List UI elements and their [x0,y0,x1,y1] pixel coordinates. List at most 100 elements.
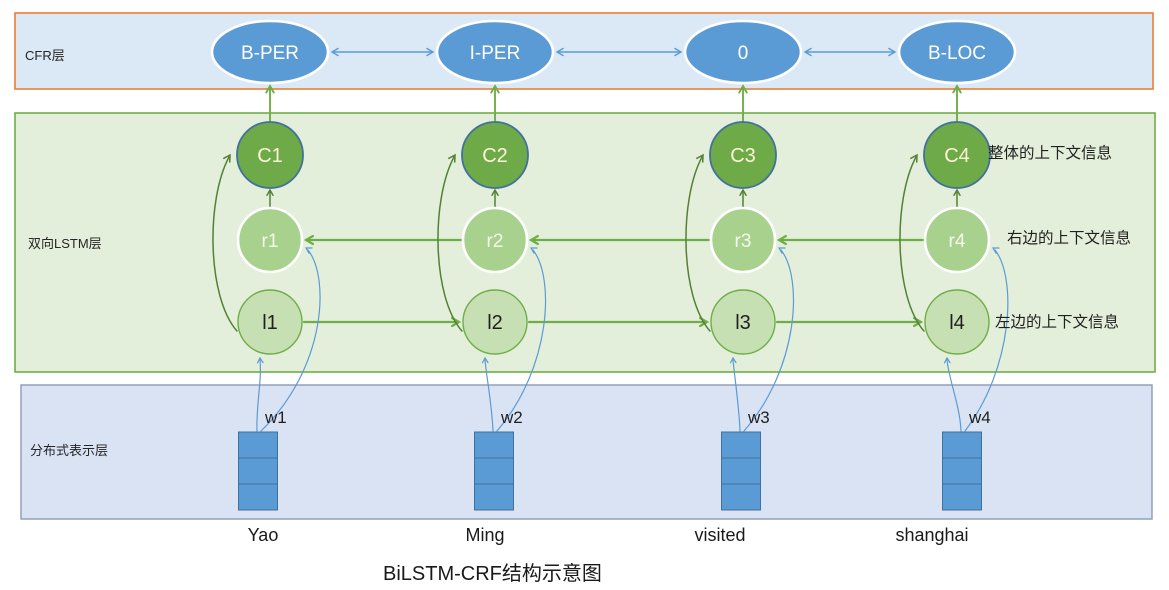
crf-tag-node [435,19,555,85]
w-to-l-curve [732,359,741,432]
backward-arrowhead [303,234,315,246]
w-to-l-curve [946,359,962,432]
backward-arrowhead [528,234,540,246]
word-vector-cell [721,431,761,459]
tag-arrowhead-left [555,47,564,57]
word-vector-cell [474,483,514,511]
embedding-layer-label: 分布式表示层 [30,443,108,458]
annotation-context: 整体的上下文信息 [988,144,1112,162]
tag-arrowhead-right [674,47,683,57]
w-to-r-curve [964,249,1009,432]
left-lstm-node [710,289,776,355]
context-node [236,121,304,189]
word-vector-cell [721,457,761,485]
left-lstm-node [237,289,303,355]
word-vector-cell [942,431,982,459]
w-to-r-curve [496,249,547,432]
right-lstm-node-label: r1 [262,231,279,252]
l-to-c-curve [437,156,463,332]
crf-tag-label: I-PER [470,43,521,64]
l-to-c-curve [685,156,711,332]
left-lstm-node [924,289,990,355]
word-vector-cell [721,483,761,511]
right-lstm-node-label: r3 [735,231,752,252]
diagram-caption: BiLSTM-CRF结构示意图 [383,562,602,585]
context-node-label: C1 [257,145,283,167]
right-lstm-node [236,206,304,274]
r-to-c-arrowhead [739,188,747,196]
w-to-l-arrowhead [943,356,951,364]
crf-tag-node [897,19,1017,85]
right-lstm-node-label: r2 [487,231,504,252]
crf-tag-label: B-PER [241,43,299,64]
vector-label: w4 [968,408,991,427]
tag-arrowhead-right [426,47,435,57]
word-vector-cell [238,431,278,459]
l-to-c-arrowhead [448,153,456,163]
left-lstm-node-label: l3 [735,312,751,334]
w-to-r-curve [260,249,321,432]
tag-arrowhead-left [330,47,339,57]
word-vector-cell [474,457,514,485]
l-to-c-curve [899,156,925,332]
tag-arrowhead-left [803,47,812,57]
vector-label: w3 [747,408,770,427]
vector-label: w2 [500,408,523,427]
word-label: shanghai [895,525,968,545]
right-lstm-node [709,206,777,274]
crf-tag-node [683,19,803,85]
word-label: Yao [248,525,279,545]
word-vector-cell [238,483,278,511]
crf-tag-node [210,19,330,85]
c-to-tag-arrowhead [490,84,500,94]
tag-arrowhead-right [888,47,897,57]
context-node [461,121,529,189]
left-lstm-node-label: l2 [487,312,503,334]
embedding-layer-band [20,384,1153,520]
annotation-right: 右边的上下文信息 [1007,229,1131,247]
w-to-l-arrowhead [729,356,737,364]
w-to-r-arrowhead [304,247,313,254]
w-to-l-curve [256,359,261,432]
context-node-label: C2 [482,145,508,167]
r-to-c-arrowhead [953,188,961,196]
c-to-tag-arrowhead [738,84,748,94]
l-to-c-curve [212,156,238,332]
context-node-label: C4 [944,145,970,167]
word-label: visited [694,525,745,545]
w-to-l-arrowhead [256,356,264,364]
r-to-c-arrowhead [266,188,274,196]
c-to-tag-arrowhead [265,84,275,94]
word-vector-cell [942,457,982,485]
w-to-l-arrowhead [481,356,489,364]
word-vector-cell [238,457,278,485]
backward-arrowhead [776,234,788,246]
right-lstm-node-label: r4 [949,231,966,252]
crf-tag-label: B-LOC [928,43,986,64]
vector-label: w1 [264,408,287,427]
annotation-left: 左边的上下文信息 [995,313,1119,331]
c-to-tag-arrowhead [952,84,962,94]
context-node [709,121,777,189]
left-lstm-node-label: l1 [262,312,278,334]
word-vector-cell [942,483,982,511]
crf-tag-label: 0 [738,43,749,64]
left-lstm-node-label: l4 [949,312,965,334]
context-node [923,121,991,189]
w-to-r-arrowhead [529,247,538,254]
right-lstm-node [923,206,991,274]
l-to-c-arrowhead [910,153,918,163]
l-to-c-arrowhead [696,153,704,163]
w-to-r-curve [743,249,795,432]
crf-layer-label: CFR层 [25,48,65,63]
left-lstm-node [462,289,528,355]
l-to-c-arrowhead [223,153,231,163]
w-to-l-curve [484,359,494,432]
word-label: Ming [465,525,504,545]
right-lstm-node [461,206,529,274]
r-to-c-arrowhead [491,188,499,196]
w-to-r-arrowhead [777,247,786,254]
w-to-r-arrowhead [991,247,1000,254]
